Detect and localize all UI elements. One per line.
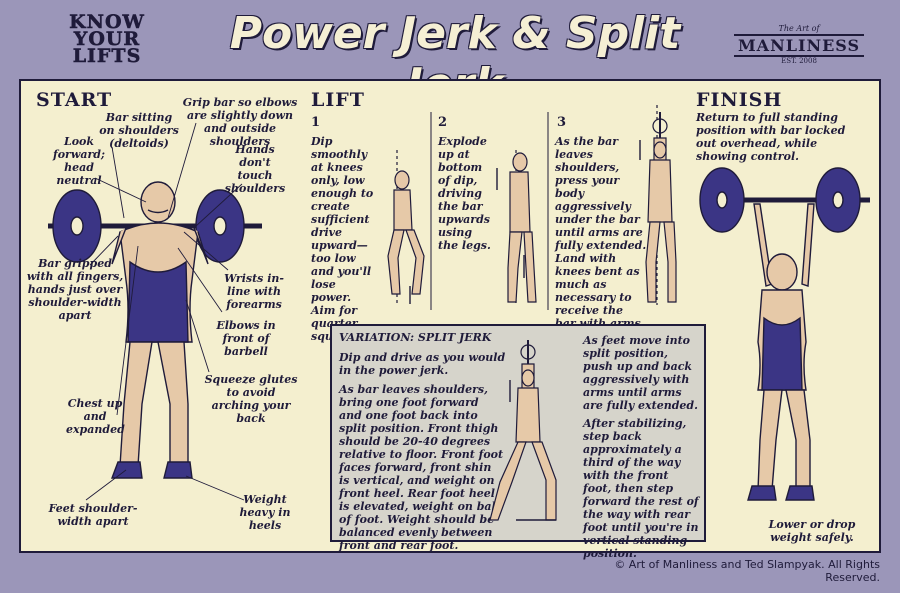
know-your-lifts-brand: KNOW YOUR LIFTS <box>44 11 170 67</box>
step-1-text: Dip smoothly at knees only, low enough t… <box>311 135 374 343</box>
note-wrists: Wrists in-line with forearms <box>224 272 284 311</box>
note-grip: Grip bar so elbows are slightly down and… <box>182 96 298 148</box>
variation-p2: As bar leaves shoulders, bring one foot … <box>339 383 504 552</box>
step-1-number: 1 <box>311 115 321 130</box>
variation-title: VARIATION: SPLIT JERK <box>339 331 492 344</box>
art-of-manliness-logo: The Art of MANLINESS EST. 2008 <box>734 24 864 65</box>
variation-p3: As feet move into split position, push u… <box>583 334 698 412</box>
brand-line: KNOW <box>69 11 145 33</box>
copyright: © Art of Manliness and Ted Slampyak. All… <box>614 558 880 584</box>
brand-line: YOUR <box>73 28 141 50</box>
step-3-text: As the bar leaves shoulders, press your … <box>555 135 647 343</box>
variation-p4: After stabilizing, step back approximate… <box>583 417 699 560</box>
note-bar-sitting: Bar sitting on shoulders (deltoids) <box>99 111 179 150</box>
logo-name: MANLINESS <box>734 34 864 57</box>
finish-header: FINISH <box>696 89 783 111</box>
finish-text: Return to full standing position with ba… <box>696 111 846 163</box>
step-3-number: 3 <box>557 115 567 130</box>
lift-header: LIFT <box>311 89 365 111</box>
note-bar-gripped: Bar gripped with all fingers, hands just… <box>26 257 124 322</box>
step-2-text: Explode up at bottom of dip, driving the… <box>438 135 491 252</box>
logo-est: EST. 2008 <box>781 57 817 65</box>
note-hands: Hands don't touch shoulders <box>224 143 286 195</box>
step-2-number: 2 <box>438 115 448 130</box>
note-elbows: Elbows in front of barbell <box>216 319 276 358</box>
note-weight: Weight heavy in heels <box>239 493 291 532</box>
note-feet: Feet shoulder-width apart <box>48 502 138 528</box>
note-chest: Chest up and expanded <box>66 397 125 436</box>
note-squeeze: Squeeze glutes to avoid arching your bac… <box>204 373 298 425</box>
start-header: START <box>36 89 113 111</box>
note-look: Look forward; head neutral <box>52 135 105 187</box>
brand-line: LIFTS <box>72 45 142 67</box>
finish-lower-text: Lower or drop weight safely. <box>768 518 856 544</box>
variation-p1: Dip and drive as you would in the power … <box>339 351 506 377</box>
logo-small-text: The Art of <box>778 24 820 33</box>
